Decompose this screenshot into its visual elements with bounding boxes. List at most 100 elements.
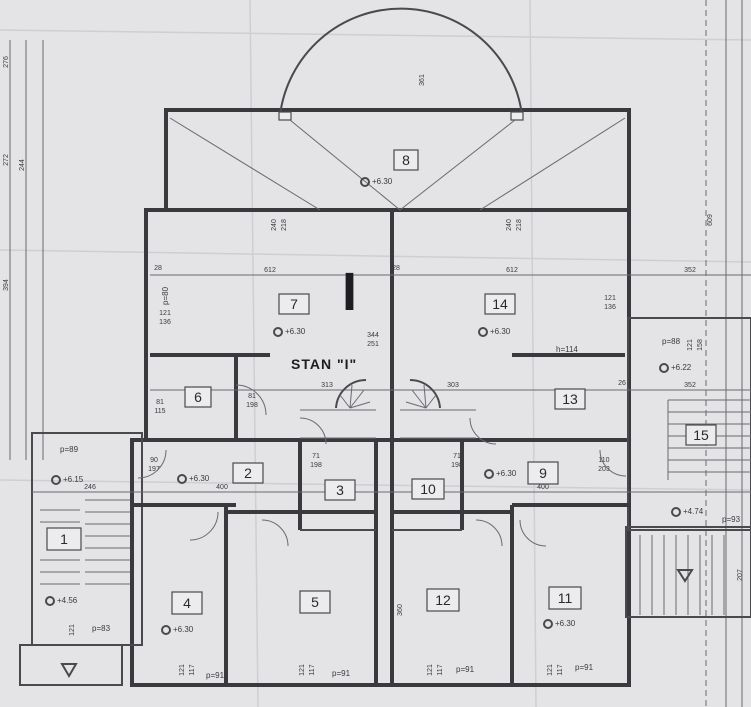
level-room1: +4.56: [57, 596, 78, 605]
dim-198-stair-right: 198: [451, 462, 463, 469]
dim-71-right: 71: [453, 453, 461, 460]
dim-197: 197: [148, 466, 160, 473]
p-91-b: p=91: [332, 669, 351, 678]
dim-121-room7: 121: [159, 310, 171, 317]
spiral-stair-left: [300, 378, 376, 439]
dim-121-room5: 121: [299, 664, 306, 676]
arch-post-right: [510, 111, 524, 121]
p-83: p=83: [92, 624, 111, 633]
room-3: 3: [336, 482, 344, 498]
level-room14: +6.30: [490, 327, 511, 336]
level-room4: +6.30: [173, 625, 194, 634]
level-room9: +6.30: [496, 469, 517, 478]
dim-117-room12: 117: [437, 664, 444, 675]
dim-71-left: 71: [312, 453, 320, 460]
dim-198-door6: 198: [246, 402, 258, 409]
parapet-labels: p=89 p=80 p=88 p=83 p=91 p=91 p=91 p=91 …: [60, 286, 741, 680]
dim-28-a: 28: [154, 265, 162, 272]
right-dimension-chain: 609: [705, 0, 743, 707]
dim-121-room11: 121: [547, 664, 554, 676]
room-12: 12: [435, 592, 451, 608]
dim-115-room6: 115: [154, 408, 165, 415]
dim-28-b: 28: [392, 265, 400, 272]
dim-352-top: 352: [684, 267, 696, 274]
room-8: 8: [402, 152, 410, 168]
dim-207: 207: [737, 569, 744, 581]
dim-117-room11: 117: [557, 664, 564, 675]
dim-394: 394: [3, 279, 10, 291]
dim-609: 609: [707, 214, 714, 226]
arrow-down-left: [60, 663, 78, 678]
dim-26: 26: [618, 380, 626, 387]
p-89: p=89: [60, 445, 79, 454]
dim-121-room12: 121: [427, 664, 434, 676]
dim-203: 203: [598, 466, 610, 473]
entrance-arch: [279, 7, 523, 116]
dim-90: 90: [150, 457, 158, 464]
door-swings: [137, 384, 627, 547]
dim-110: 110: [598, 457, 609, 464]
level-landing: +4.74: [683, 507, 704, 516]
dim-218-right: 218: [516, 219, 523, 231]
room-14: 14: [492, 296, 508, 312]
dimension-lines: 612 612 352 352 313 303 400 400 246 344 …: [32, 74, 751, 676]
spiral-stair-right: [400, 378, 476, 439]
dim-117-room4: 117: [189, 664, 196, 675]
dim-81-door6: 81: [248, 393, 256, 400]
p-93: p=93: [722, 515, 741, 524]
dim-246: 246: [84, 484, 96, 491]
dim-81-room6: 81: [156, 399, 164, 406]
room-1: 1: [60, 531, 68, 547]
level-room2: +6.30: [189, 474, 210, 483]
room-labels: 8 7 14 6 13 15 2 3 10 9 1 4 5 12 11: [46, 149, 717, 615]
level-markers: +6.30 +6.30 +6.30 +6.22 +6.15 +6.30 +6.3…: [45, 177, 704, 635]
dim-121-room1: 121: [69, 624, 76, 636]
dim-361: 361: [419, 74, 426, 86]
level-room7: +6.30: [285, 327, 306, 336]
dim-218-left: 218: [281, 219, 288, 231]
left-dimension-chain: 276 272 244 394: [3, 40, 44, 460]
room-2: 2: [244, 465, 252, 481]
dim-240-right: 240: [506, 219, 513, 231]
dim-121-room14: 121: [604, 295, 616, 302]
dim-344: 344: [367, 332, 379, 339]
dim-352-mid: 352: [684, 382, 696, 389]
stair-bottom-right: [639, 535, 725, 615]
dim-272: 272: [3, 154, 10, 166]
room-4: 4: [183, 595, 191, 611]
h-114: h=114: [556, 345, 578, 354]
room-7: 7: [290, 296, 298, 312]
dim-360: 360: [397, 604, 404, 616]
p-80: p=80: [161, 286, 170, 305]
room-5: 5: [311, 594, 319, 610]
interior-walls: [132, 210, 629, 685]
p-91-c: p=91: [456, 665, 475, 674]
dim-313: 313: [321, 382, 333, 389]
arch-post-left: [278, 111, 292, 121]
dim-121-room15: 121: [687, 339, 694, 351]
dim-303: 303: [447, 382, 459, 389]
dim-198-stair-left: 198: [310, 462, 322, 469]
dim-136-room14: 136: [604, 304, 616, 311]
level-room15: +6.22: [671, 363, 692, 372]
dim-612-left: 612: [264, 267, 276, 274]
dim-244: 244: [19, 159, 26, 171]
level-room11: +6.30: [555, 619, 576, 628]
p-91-a: p=91: [206, 671, 225, 680]
room-13: 13: [562, 391, 578, 407]
dim-612-right: 612: [506, 267, 518, 274]
floor-mark: I: [342, 262, 358, 322]
dim-240-left: 240: [271, 219, 278, 231]
dim-136-room7: 136: [159, 319, 171, 326]
dim-251: 251: [367, 341, 379, 348]
dim-400-left: 400: [216, 484, 228, 491]
dim-117-room5: 117: [309, 664, 316, 675]
stair-right: [667, 399, 751, 480]
room-15: 15: [693, 427, 709, 443]
dim-158-room15: 158: [697, 339, 704, 351]
p-88: p=88: [662, 337, 681, 346]
room-9: 9: [539, 465, 547, 481]
stair-left: [40, 499, 130, 585]
outer-walls: [19, 108, 751, 687]
